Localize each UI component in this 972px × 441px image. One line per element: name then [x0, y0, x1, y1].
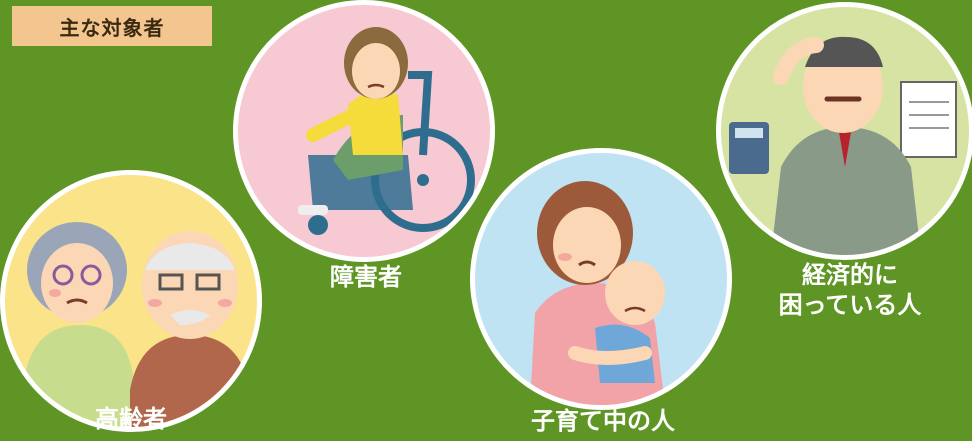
- disabled-illustration: [233, 0, 495, 262]
- label-child-rearing: 子育て中の人: [531, 407, 675, 435]
- label-economic-hardship: 経済的に 困っている人: [770, 260, 930, 320]
- elderly-couple-icon: [25, 222, 250, 427]
- elderly-illustration: [0, 170, 262, 432]
- economic-hardship-illustration: [716, 2, 972, 260]
- label-disabled: 障害者: [330, 263, 402, 291]
- label-economic-line1: 経済的に: [802, 261, 898, 289]
- label-economic-line2: 困っている人: [778, 291, 922, 319]
- worried-man-icon: [729, 36, 957, 255]
- mother-baby-icon: [530, 181, 665, 405]
- wheelchair-person-icon: [298, 27, 475, 235]
- child-rearing-illustration: [470, 148, 732, 410]
- target-tag: 主な対象者: [12, 6, 212, 46]
- label-elderly: 高齢者: [95, 405, 167, 433]
